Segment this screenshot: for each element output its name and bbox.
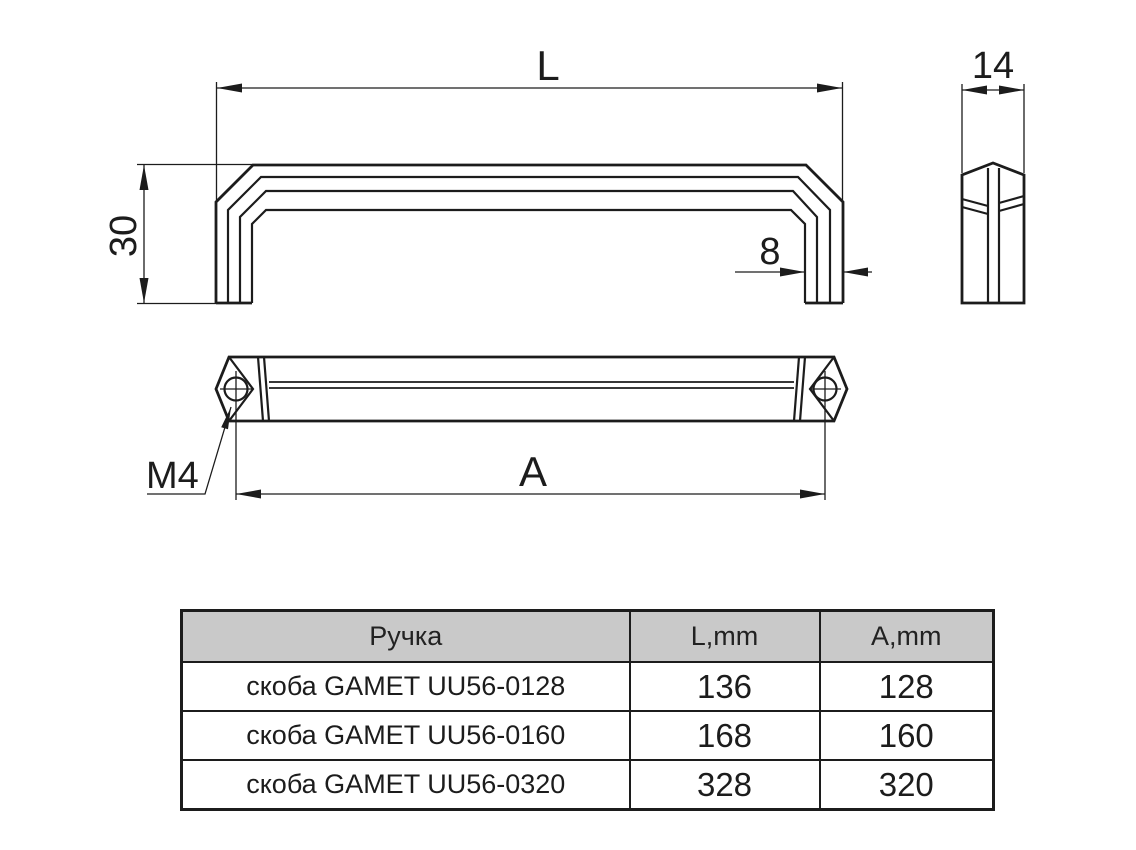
handle-l-value: 136 [628,661,821,712]
dim-label-A: A [519,448,547,495]
table-row: скоба GAMET UU56-0320 328 320 [180,759,995,811]
front-view [214,163,845,305]
side-view [960,161,1026,305]
handle-l-value: 328 [628,759,821,811]
col-header-a: A,mm [818,609,995,663]
size-table: Ручка L,mm A,mm скоба GAMET UU56-0128 13… [180,609,995,811]
dim-label-L: L [536,42,559,89]
dim-label-8: 8 [759,231,780,273]
dim-label-30: 30 [103,215,145,257]
dim-label-14: 14 [972,45,1014,87]
handle-name: скоба GAMET UU56-0160 [180,710,631,761]
dimension-14: 14 [961,45,1025,173]
handle-name: скоба GAMET UU56-0128 [180,661,631,712]
thread-callout-M4: M4 [146,406,232,497]
table-header-row: Ручка L,mm A,mm [180,609,995,663]
handle-a-value: 320 [818,759,995,811]
technical-drawing: L 30 8 14 [103,42,1026,500]
dimension-L: L [215,42,844,200]
handle-a-value: 128 [818,661,995,712]
dimension-8: 8 [735,231,872,277]
dimension-30: 30 [103,163,253,305]
handle-a-value: 160 [818,710,995,761]
top-view [214,355,849,423]
col-header-l: L,mm [628,609,821,663]
table-row: скоба GAMET UU56-0128 136 128 [180,661,995,712]
thread-label-M4: M4 [146,455,199,497]
dimension-A: A [235,371,826,500]
col-header-name: Ручка [180,609,631,663]
handle-l-value: 168 [628,710,821,761]
handle-name: скоба GAMET UU56-0320 [180,759,631,811]
table-row: скоба GAMET UU56-0160 168 160 [180,710,995,761]
